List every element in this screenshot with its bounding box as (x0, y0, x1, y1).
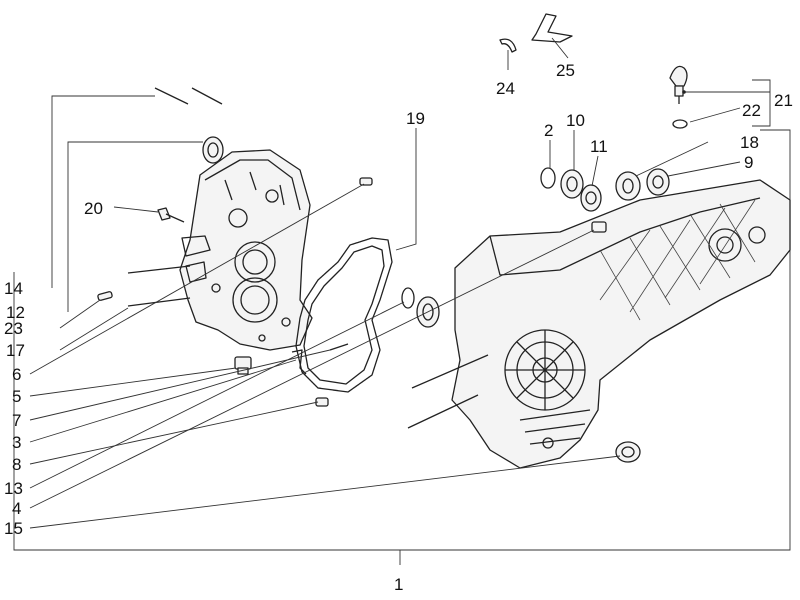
callout-10: 10 (566, 111, 585, 130)
bearing-18 (615, 171, 641, 201)
snap-ring-2 (540, 167, 556, 189)
callout-5: 5 (12, 387, 21, 406)
dowel-pin-6 (359, 177, 373, 186)
callout-6: 6 (12, 365, 21, 384)
callout-20: 20 (84, 199, 103, 218)
seal-15 (615, 441, 641, 463)
leader-dot (682, 90, 686, 94)
plug-5 (234, 356, 252, 375)
callout-22: 22 (742, 101, 761, 120)
left-crankcase-half (179, 149, 313, 351)
bolt-20 (157, 207, 185, 223)
callout-24: 24 (496, 79, 515, 98)
dowel-pin-4 (591, 221, 607, 233)
callout-7: 7 (12, 411, 21, 430)
clip-24 (499, 38, 517, 53)
callout-21: 21 (774, 91, 793, 110)
callout-13: 13 (4, 479, 23, 498)
callout-2: 2 (544, 121, 553, 140)
callout-labels: 1 2 3 4 5 6 7 8 9 10 11 12 13 14 15 17 1… (4, 61, 793, 594)
stud-bolts-pair (154, 87, 223, 105)
bracket-25 (531, 13, 573, 43)
dowel-pin-small (97, 291, 113, 301)
bearing-10 (560, 169, 584, 199)
callout-17: 17 (6, 341, 25, 360)
snap-ring-13 (401, 287, 415, 309)
callout-8: 8 (12, 455, 21, 474)
assembly-bracket (13, 129, 791, 565)
bearing-11 (580, 184, 602, 212)
callout-3: 3 (12, 433, 21, 452)
callout-1: 1 (394, 575, 403, 594)
oil-seal-12 (202, 136, 224, 164)
callout-23: 23 (4, 319, 23, 338)
callout-15: 15 (4, 519, 23, 538)
callout-11: 11 (590, 137, 608, 156)
callout-14: 14 (4, 279, 23, 298)
right-crankcase-half (451, 179, 791, 469)
crankcase-lattice (599, 199, 756, 321)
stud-bolts (127, 265, 191, 307)
right-studs (407, 354, 489, 429)
clip-3 (291, 349, 307, 375)
dipstick-21 (669, 65, 688, 104)
callout-9: 9 (744, 153, 753, 172)
seal-9 (646, 168, 670, 196)
spring-pin-7 (329, 343, 349, 351)
callout-4: 4 (12, 499, 21, 518)
leader-lines (29, 37, 771, 529)
callout-19: 19 (406, 109, 425, 128)
callout-25: 25 (556, 61, 575, 80)
callout-12: 12 (6, 303, 25, 322)
o-ring-22 (672, 119, 688, 129)
callout-18: 18 (740, 133, 759, 152)
